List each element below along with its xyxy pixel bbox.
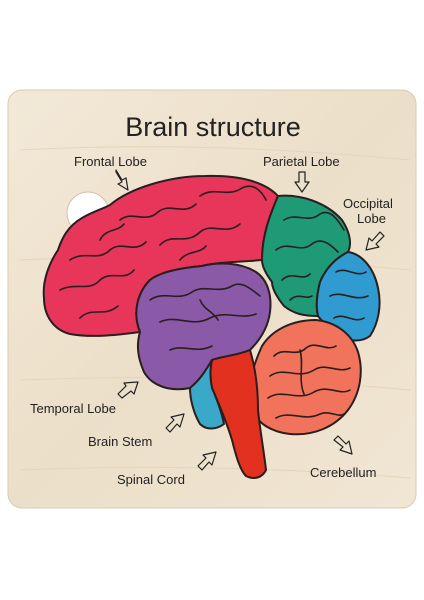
arrow-occipital-lobe (365, 231, 385, 251)
frontal-gyri-lines (59, 185, 267, 319)
brain-stem-piece[interactable] (189, 359, 225, 430)
label-cerebellum: Cerebellum (310, 465, 376, 480)
label-frontal-lobe: Frontal Lobe (74, 154, 147, 169)
cerebellum-folia-lines (267, 344, 351, 419)
parietal-gyri-lines (275, 211, 345, 301)
label-occipital-lobe-line1: Occipital (343, 196, 393, 211)
label-brain-stem: Brain Stem (88, 434, 152, 449)
arrow-temporal-lobe (117, 381, 139, 399)
arrow-frontal-lobe (115, 169, 129, 191)
label-parietal-lobe: Parietal Lobe (263, 154, 340, 169)
arrow-brain-stem (165, 413, 185, 433)
label-spinal-cord: Spinal Cord (117, 472, 185, 487)
diagram-title: Brain structure (125, 112, 301, 142)
arrow-cerebellum (333, 435, 353, 455)
arrow-spinal-cord (197, 451, 217, 471)
occipital-gyri-lines (329, 269, 369, 321)
temporal-gyri-lines (149, 283, 261, 351)
arrow-parietal-lobe (294, 171, 310, 193)
label-temporal-lobe: Temporal Lobe (30, 401, 116, 416)
label-occipital-lobe-line2: Lobe (357, 211, 386, 226)
